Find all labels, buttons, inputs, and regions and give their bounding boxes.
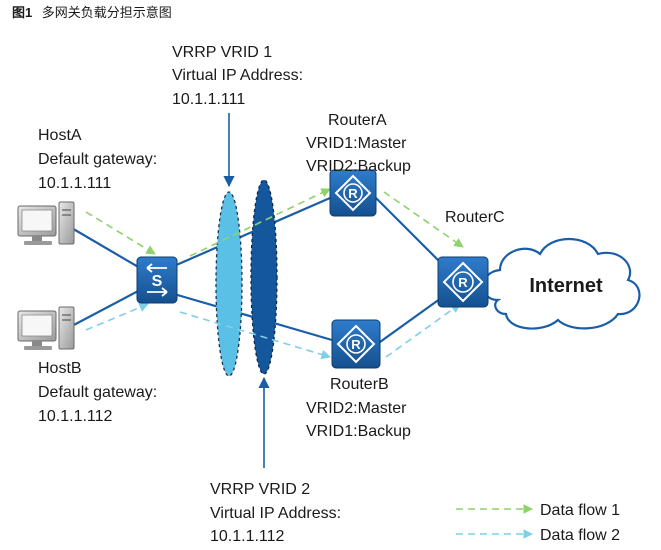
flow2-segment-hostb-switch (85, 302, 149, 331)
flow2-segment-switch-routerb (179, 311, 331, 360)
switch-icon: S (136, 256, 178, 304)
legend-flow2-label: Data flow 2 (540, 527, 620, 544)
data-flow-1 (85, 188, 464, 257)
link-routera-routerc (375, 197, 447, 269)
switch-label: S (152, 273, 163, 290)
routera-label: RouterA VRID1:Master VRID2:Backup (306, 112, 411, 175)
flow1-segment-routera-routerc (383, 191, 464, 248)
link-routerb-routerc (379, 295, 445, 343)
data-flow-2 (85, 302, 461, 360)
figure-number: 图1 (12, 5, 32, 20)
router-letter: R (351, 337, 361, 352)
router-icon: R (329, 169, 377, 217)
hosta-gateway-value: 10.1.1.111 (38, 175, 111, 192)
vrid1-vip-label: Virtual IP Address: (172, 67, 303, 84)
link-switch-routera (173, 196, 331, 268)
hosta-label: HostA Default gateway: 10.1.1.111 (38, 127, 157, 192)
vrid2-virtual-router (250, 179, 278, 375)
router-letter: R (348, 186, 358, 201)
routerb-role2: VRID1:Backup (306, 423, 411, 440)
vrid2-label: VRRP VRID 2 Virtual IP Address: 10.1.1.1… (210, 481, 341, 545)
vrid2-title: VRRP VRID 2 (210, 481, 310, 498)
figure-title: 多网关负载分担示意图 (42, 5, 172, 20)
hostb-label: HostB Default gateway: 10.1.1.112 (38, 360, 157, 425)
figure-caption: 图1 多网关负载分担示意图 (12, 4, 172, 21)
hostb-name: HostB (38, 360, 82, 377)
vrid1-title: VRRP VRID 1 (172, 44, 272, 61)
cloud-icon: Internet (482, 237, 641, 330)
vrid2-vip-label: Virtual IP Address: (210, 505, 341, 522)
routerc-name: RouterC (445, 209, 505, 226)
pc-icon (17, 201, 75, 245)
flow1-segment-switch-routera (189, 188, 331, 257)
vrid1-virtual-router (215, 191, 243, 377)
routera-role2: VRID2:Backup (306, 158, 411, 175)
routera-role1: VRID1:Master (306, 135, 407, 152)
routerb-role1: VRID2:Master (306, 400, 407, 417)
hostb-gateway-value: 10.1.1.112 (38, 408, 113, 425)
link-hostb-switch (69, 289, 141, 328)
routerb-name: RouterB (330, 376, 389, 393)
internet-label: Internet (529, 275, 603, 297)
flow2-segment-routerb-routerc (385, 303, 461, 358)
hosta-gateway-label: Default gateway: (38, 151, 157, 168)
vrid1-vip-value: 10.1.1.111 (172, 91, 245, 108)
router-icon: R (437, 256, 489, 308)
vrid1-label: VRRP VRID 1 Virtual IP Address: 10.1.1.1… (172, 44, 303, 108)
links (69, 196, 508, 343)
legend: Data flow 1 Data flow 2 (456, 502, 620, 544)
router-letter: R (458, 275, 468, 290)
router-icon: R (331, 319, 381, 369)
hosta-name: HostA (38, 127, 82, 144)
routerb-label: RouterB VRID2:Master VRID1:Backup (306, 376, 411, 440)
flow1-segment-hosta-switch (85, 211, 156, 255)
vrid2-vip-value: 10.1.1.112 (210, 528, 285, 545)
link-hosta-switch (69, 226, 141, 269)
hostb-gateway-label: Default gateway: (38, 384, 157, 401)
pc-icon (17, 306, 75, 350)
routera-name: RouterA (328, 112, 387, 129)
legend-flow1-label: Data flow 1 (540, 502, 620, 519)
